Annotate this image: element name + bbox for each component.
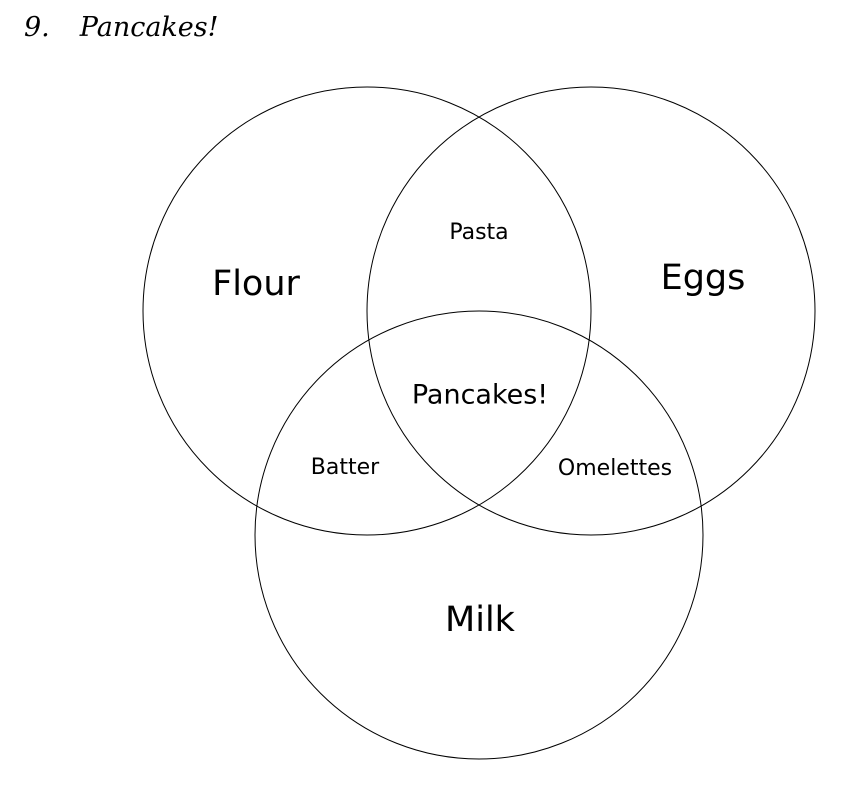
flour-circle — [142, 86, 592, 536]
all-sets-label: Pancakes! — [412, 380, 548, 411]
figure-number: 9. — [24, 12, 50, 43]
milk-circle — [254, 310, 704, 760]
eggs-milk-label: Omelettes — [558, 456, 672, 481]
eggs-label: Eggs — [661, 258, 746, 298]
eggs-circle — [366, 86, 816, 536]
figure-title: Pancakes! — [79, 12, 219, 43]
flour-milk-label: Batter — [311, 455, 380, 480]
figure-heading: 9. Pancakes! — [24, 12, 218, 43]
milk-label: Milk — [445, 600, 516, 640]
flour-label: Flour — [212, 264, 300, 304]
flour-eggs-label: Pasta — [449, 220, 508, 245]
